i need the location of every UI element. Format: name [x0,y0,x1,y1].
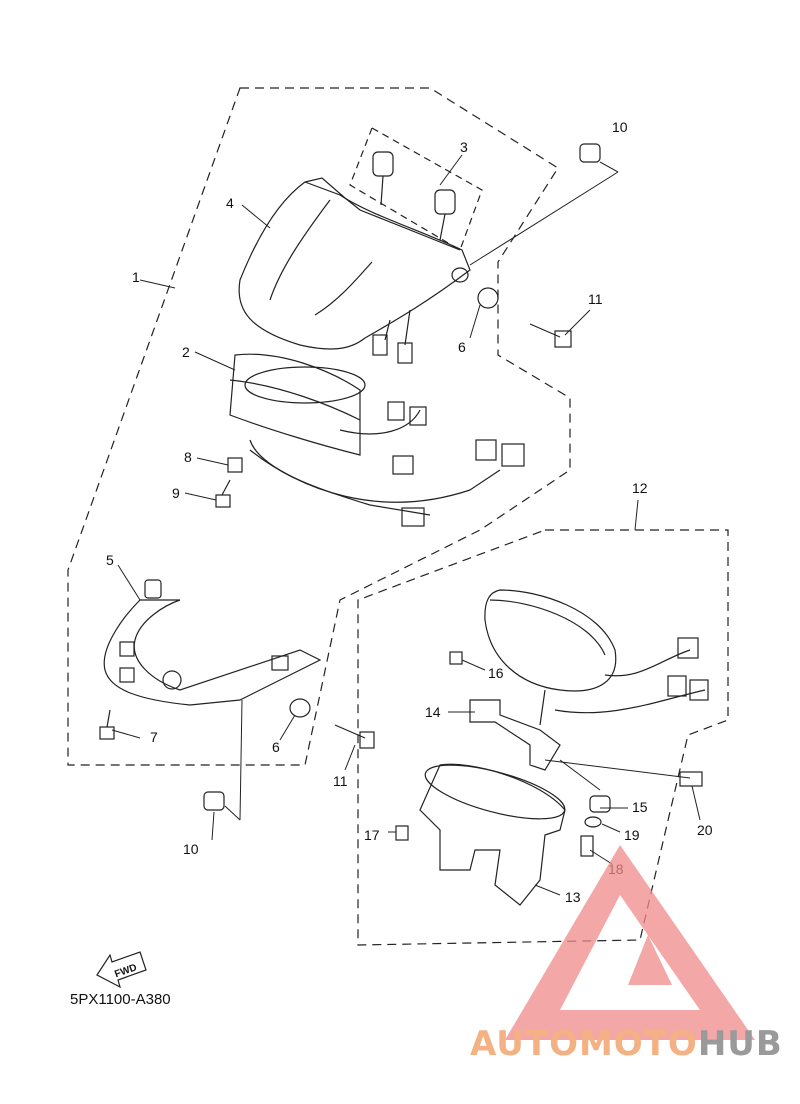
callout-4: 4 [226,195,234,211]
stay-14 [469,699,561,771]
nut-10b [203,791,225,811]
cover-wires [372,309,413,364]
bolt-11a [529,323,572,348]
brand-part1: AUTOMOTO [470,1024,698,1064]
nut-10a [579,143,601,163]
meter-case-13 [419,763,566,906]
callout-10b: 10 [183,841,199,857]
collar-8 [227,457,243,473]
fwd-arrow: FWD [96,951,147,989]
bolt-20 [679,771,703,787]
assembly-12-boundary [357,529,729,946]
callout-6a: 6 [458,339,466,355]
grommet-6a [477,287,499,309]
grommet-6b [289,698,311,718]
brand-part2: HUB [698,1024,783,1064]
meter-assembly [229,353,525,527]
callout-17: 17 [364,827,380,843]
grommet-15 [589,795,611,813]
callout-10a: 10 [612,119,628,135]
diagram-code: 5PX1100-A380 [70,991,171,1008]
callout-7: 7 [150,729,158,745]
screw-18 [580,835,594,857]
washer-19 [584,816,602,828]
callout-1: 1 [132,269,140,285]
bolt-9 [215,479,231,508]
callout-2: 2 [182,344,190,360]
callout-20: 20 [697,822,713,838]
callout-11a: 11 [588,291,603,307]
meter-bracket [103,579,322,706]
leader-lines [111,154,701,896]
callout-13: 13 [565,889,581,905]
callout-8: 8 [184,449,192,465]
callout-6b: 6 [272,739,280,755]
callout-12: 12 [632,480,648,496]
assembly-3-boundary [349,127,483,251]
callout-11b: 11 [333,773,348,789]
bolt-7 [99,709,115,740]
bolt-11b [334,724,375,749]
screw-16 [449,651,463,665]
callout-14: 14 [425,704,441,720]
callout-5: 5 [106,552,114,568]
meter-cover [238,177,471,350]
callout-19: 19 [624,827,640,843]
callout-9: 9 [172,485,180,501]
watermark-logo [505,845,755,1040]
screw-17 [395,825,409,841]
bulb-sockets [372,151,456,241]
callout-16: 16 [488,665,504,681]
watermark-brand: AUTOMOTOHUB [470,1024,783,1064]
assembly-1-boundary [67,87,571,766]
callout-3: 3 [460,139,468,155]
tachometer-body [484,589,709,726]
callout-15: 15 [632,799,648,815]
